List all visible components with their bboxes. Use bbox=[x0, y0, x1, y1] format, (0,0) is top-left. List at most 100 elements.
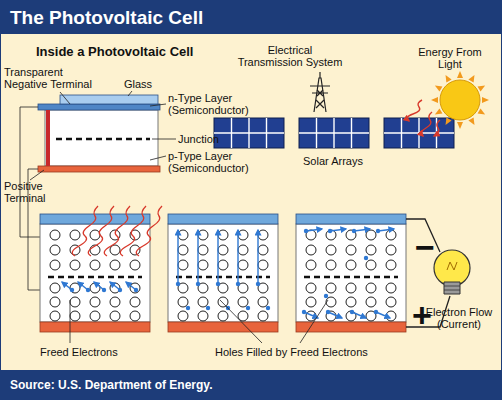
cell-stage bbox=[130, 297, 140, 307]
cell-stage bbox=[237, 230, 238, 284]
sun bbox=[435, 86, 443, 92]
solar-array bbox=[299, 118, 369, 148]
cell-stage bbox=[326, 310, 330, 314]
transmission-tower bbox=[314, 78, 326, 112]
solar-array bbox=[384, 132, 454, 133]
cell-stage bbox=[110, 260, 120, 270]
cell-stage bbox=[90, 283, 100, 293]
light-bulb bbox=[444, 282, 460, 294]
title-bar: The Photovoltaic Cell bbox=[0, 0, 502, 34]
cell-stage bbox=[70, 297, 80, 307]
solar-array bbox=[384, 118, 454, 148]
sun bbox=[446, 75, 452, 83]
leader-line bbox=[70, 300, 71, 343]
cell-stage bbox=[40, 206, 406, 332]
cell-stage bbox=[374, 310, 378, 314]
cell-stage bbox=[304, 229, 308, 233]
cell-stage bbox=[218, 230, 228, 240]
cell-stage bbox=[134, 288, 138, 292]
cell-cross-section bbox=[45, 110, 158, 166]
cell-stage bbox=[130, 283, 140, 293]
light-ray bbox=[434, 120, 440, 136]
cell-stage bbox=[386, 260, 396, 270]
part-name: p-Type Layer (Semiconductor) bbox=[168, 150, 258, 174]
cell-stage bbox=[306, 229, 322, 231]
cell-stage bbox=[218, 297, 228, 307]
cell-stage bbox=[118, 288, 122, 292]
light-bulb bbox=[434, 250, 470, 294]
solar-array bbox=[384, 118, 454, 148]
cell-stage bbox=[352, 229, 356, 233]
cell-stage bbox=[386, 297, 396, 307]
cell-cross-section bbox=[56, 138, 150, 141]
cell-stage bbox=[110, 297, 120, 307]
cell-cross-section bbox=[38, 166, 160, 172]
solar-array bbox=[214, 118, 454, 148]
cell-stage bbox=[130, 311, 140, 321]
cell-stage bbox=[366, 297, 376, 307]
leader-line bbox=[300, 300, 328, 343]
cell-stage bbox=[258, 230, 268, 240]
transmission-tower bbox=[310, 86, 330, 108]
cell-stage bbox=[70, 283, 80, 293]
sun bbox=[478, 108, 486, 114]
cell-stage bbox=[306, 297, 316, 307]
sun bbox=[457, 122, 463, 129]
cell-stage bbox=[178, 311, 188, 321]
part-name: Transparent Negative Terminal bbox=[4, 66, 100, 90]
leader-line bbox=[150, 104, 166, 106]
cell-stage bbox=[186, 306, 190, 310]
cell-stage bbox=[40, 224, 150, 322]
cell-stage bbox=[50, 245, 60, 255]
cell-stage bbox=[386, 283, 396, 293]
sun bbox=[482, 97, 489, 103]
sun bbox=[446, 118, 452, 126]
cell-stage bbox=[256, 282, 260, 286]
cell-stage bbox=[306, 245, 316, 255]
solar-array bbox=[214, 132, 284, 133]
cell-stage bbox=[366, 283, 376, 293]
leader-line bbox=[150, 156, 166, 160]
leader-line bbox=[220, 300, 262, 343]
cell-stage bbox=[296, 224, 406, 322]
cell-stage bbox=[350, 310, 354, 314]
cell-stage bbox=[346, 297, 356, 307]
part-name: Positive Terminal bbox=[4, 180, 64, 204]
cell-stage bbox=[72, 206, 98, 256]
cell-stage bbox=[130, 260, 140, 270]
cell-stage bbox=[120, 206, 146, 256]
cell-stage bbox=[198, 245, 208, 255]
cell-stage bbox=[178, 230, 188, 240]
cell-stage bbox=[366, 230, 376, 240]
cell-stage bbox=[198, 311, 208, 321]
cell-cross-section bbox=[46, 110, 50, 166]
part-name: Freed Electrons bbox=[40, 346, 150, 358]
cell-stage bbox=[328, 312, 342, 318]
cell-stage bbox=[176, 276, 270, 279]
solar-array bbox=[214, 118, 284, 148]
cell-stage bbox=[130, 245, 140, 255]
cell-stage bbox=[366, 260, 376, 270]
sun bbox=[468, 75, 474, 83]
cell-stage bbox=[178, 245, 188, 255]
terminal-sign: − bbox=[410, 230, 440, 264]
cell-stage bbox=[48, 276, 142, 279]
cell-cross-section bbox=[38, 104, 160, 110]
cell-stage bbox=[258, 297, 268, 307]
cell-stage bbox=[238, 297, 248, 307]
cell-stage bbox=[90, 311, 100, 321]
part-name: Electrical Transmission System bbox=[235, 44, 345, 68]
solar-array bbox=[299, 118, 369, 148]
cell-stage bbox=[176, 282, 180, 286]
light-ray bbox=[407, 100, 440, 136]
cell-stage bbox=[352, 312, 366, 318]
cell-stage bbox=[246, 306, 250, 310]
cell-stage bbox=[238, 260, 248, 270]
cell-stage bbox=[326, 260, 336, 270]
cell-stage bbox=[168, 214, 278, 224]
footer-bar: Source: U.S. Department of Energy. bbox=[0, 370, 502, 400]
transmission-tower bbox=[319, 72, 320, 78]
cell-stage bbox=[296, 214, 406, 224]
light-bulb bbox=[444, 286, 460, 290]
